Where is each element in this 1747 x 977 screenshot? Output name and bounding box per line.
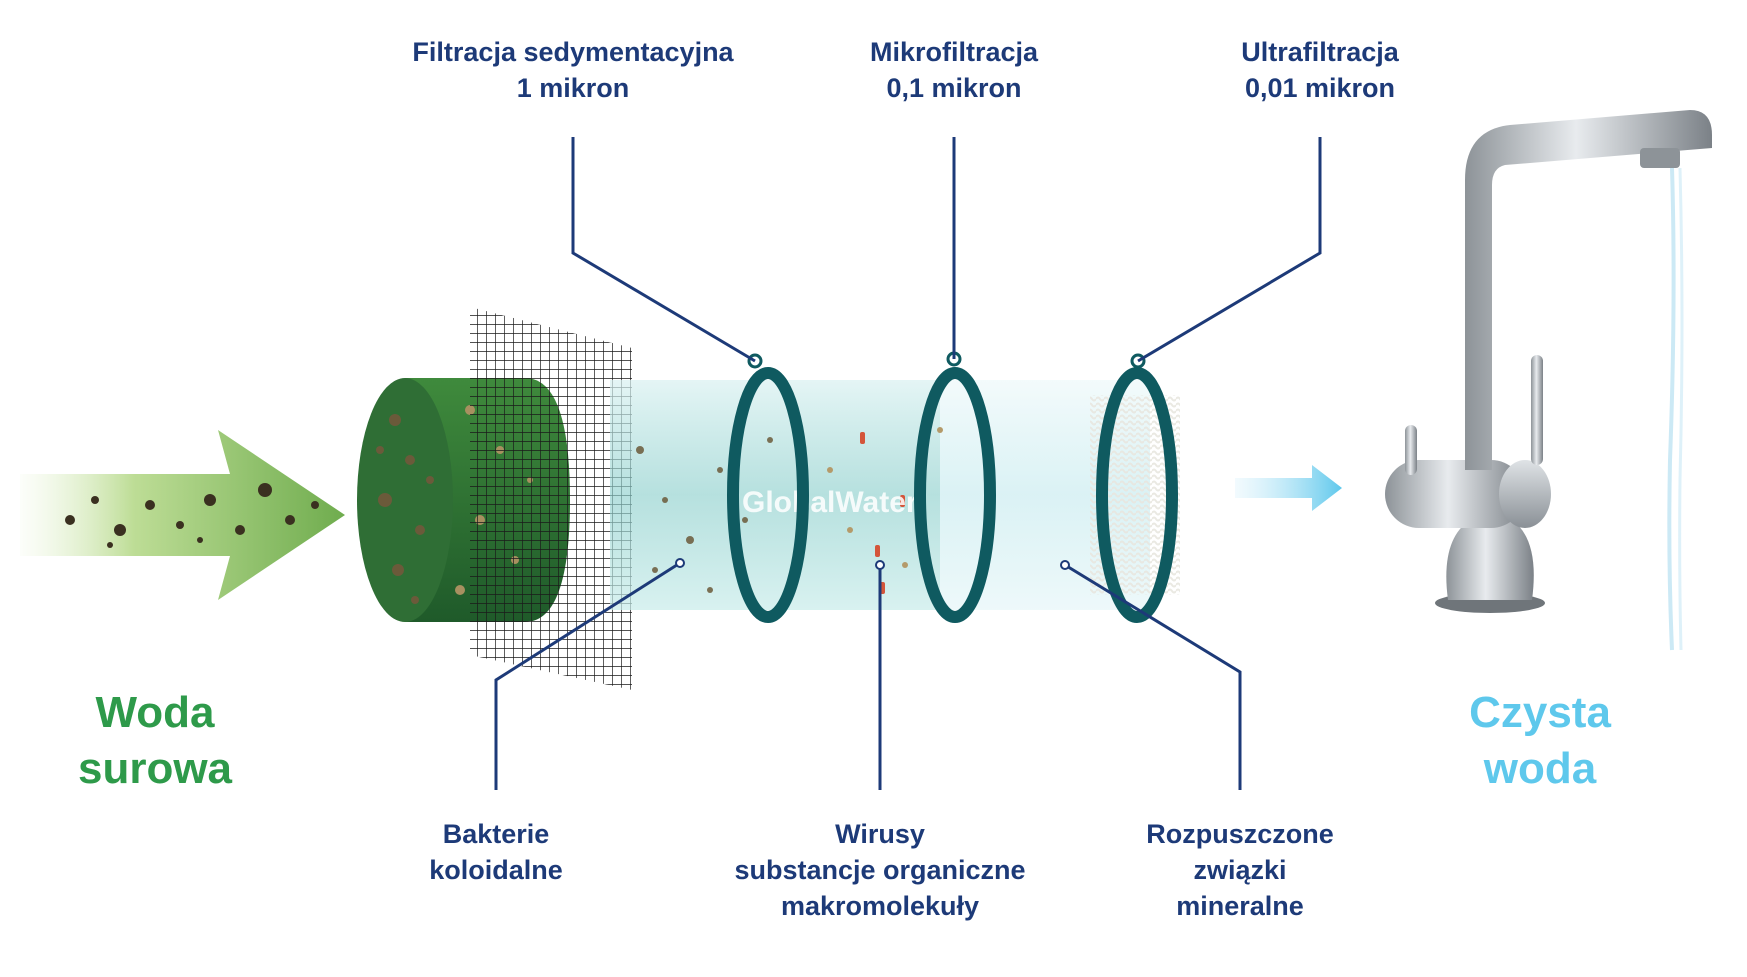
removed-label-bacteria: Bakterie koloidalne [386, 816, 606, 888]
stage-name: Ultrafiltracja [1241, 37, 1399, 67]
stage-label-ultrafiltration: Ultrafiltracja 0,01 mikron [1180, 34, 1460, 106]
clean-water-line: Czysta [1469, 688, 1611, 737]
raw-water-line: surowa [77, 744, 233, 793]
removed-line: Bakterie [442, 819, 550, 849]
removed-label-viruses: Wirusy substancje organiczne makromoleku… [690, 816, 1070, 924]
removed-line: związki [1193, 855, 1287, 885]
brand-watermark: GlobalWater [742, 486, 918, 519]
raw-water-label: Woda surowa [40, 685, 270, 797]
removed-line: koloidalne [429, 855, 563, 885]
stage-label-microfiltration: Mikrofiltracja 0,1 mikron [814, 34, 1094, 106]
removed-line: Wirusy [835, 819, 925, 849]
leader-lines [494, 137, 1322, 790]
stage-label-sedimentation: Filtracja sedymentacyjna 1 mikron [373, 34, 773, 106]
stage-size: 0,01 mikron [1244, 73, 1396, 103]
mesh-screen [470, 307, 632, 690]
removed-line: mineralne [1176, 891, 1304, 921]
removed-line: Rozpuszczone [1146, 819, 1334, 849]
clean-water-line: woda [1483, 744, 1597, 793]
stage-name: Mikrofiltracja [869, 37, 1039, 67]
stage-size: 1 mikron [516, 73, 630, 103]
filter-tube: GlobalWater [610, 351, 1180, 623]
removed-label-minerals: Rozpuszczone związki mineralne [1110, 816, 1370, 924]
raw-water-line: Woda [95, 688, 215, 737]
raw-water-arrow [20, 430, 345, 600]
removed-line: makromolekuły [780, 891, 980, 921]
stage-size: 0,1 mikron [886, 73, 1022, 103]
ring-micro [914, 367, 996, 623]
removed-line: substancje organiczne [734, 855, 1026, 885]
faucet-illustration [1385, 110, 1712, 651]
ring-sediment [727, 367, 809, 623]
stage-name: Filtracja sedymentacyjna [412, 37, 734, 67]
clean-water-label: Czysta woda [1440, 685, 1640, 797]
ring-ultra [1096, 367, 1178, 623]
clean-water-arrow [1235, 465, 1342, 511]
